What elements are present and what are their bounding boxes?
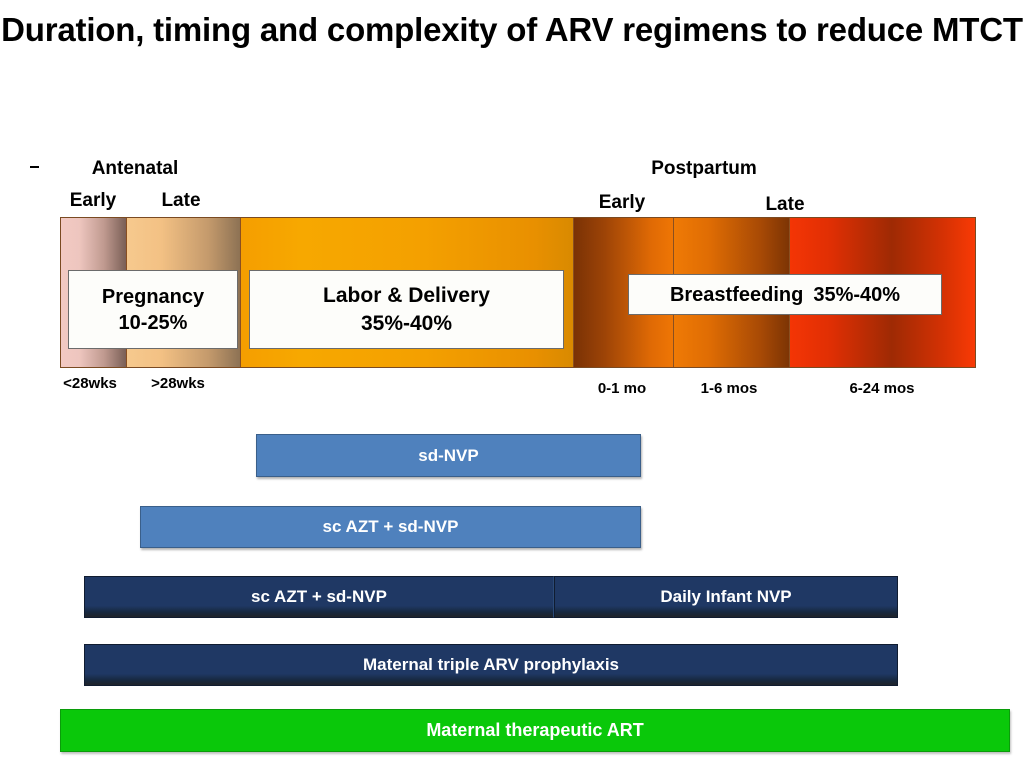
regimen-label-maternal-art: Maternal therapeutic ART (426, 720, 644, 740)
regimen-label-sc-azt-sd-nvp-2: sc AZT + sd-NVP (84, 576, 554, 618)
regimen-bar-maternal-therapeutic-art: Maternal therapeutic ART (60, 709, 1010, 752)
callout-pregnancy-value: 10-25% (118, 311, 188, 334)
bullet-dash-icon (30, 166, 39, 168)
antenatal-early-label: Early (69, 190, 117, 211)
tick-label-gt28wks: >28wks (151, 375, 205, 392)
antenatal-phase-label: Antenatal (91, 158, 179, 179)
tick-label-0-1mo: 0-1 mo (597, 380, 647, 397)
callout-breastfeeding-value: 35%-40% (813, 283, 901, 306)
tick-label-1-6mos: 1-6 mos (700, 380, 758, 397)
callout-pregnancy-label: Pregnancy (101, 285, 205, 308)
postpartum-phase-label: Postpartum (651, 158, 757, 179)
regimen-bar-split-azt-infant-nvp: sc AZT + sd-NVP Daily Infant NVP (84, 576, 898, 618)
callout-labor-delivery: Labor & Delivery 35%-40% (249, 270, 564, 349)
regimen-bar-sd-nvp: sd-NVP (256, 434, 641, 477)
callout-labor-value: 35%-40% (360, 311, 453, 335)
regimen-label-sc-azt-sd-nvp: sc AZT + sd-NVP (322, 517, 459, 536)
regimen-label-maternal-triple: Maternal triple ARV prophylaxis (84, 644, 898, 686)
regimen-bar-sc-azt-sd-nvp: sc AZT + sd-NVP (140, 506, 641, 548)
regimen-bar-maternal-triple-arv: Maternal triple ARV prophylaxis (84, 644, 898, 686)
regimen-label-sd-nvp: sd-NVP (418, 445, 479, 465)
page-title: Duration, timing and complexity of ARV r… (1, 11, 1023, 48)
tick-label-lt28wks: <28wks (63, 375, 117, 392)
callout-breastfeeding-label: Breastfeeding (669, 283, 804, 306)
postpartum-early-label: Early (598, 192, 646, 213)
callout-breastfeeding: Breastfeeding 35%-40% (628, 274, 942, 315)
antenatal-late-label: Late (161, 190, 201, 211)
callout-pregnancy: Pregnancy 10-25% (68, 270, 238, 349)
regimen-label-daily-infant-nvp: Daily Infant NVP (554, 576, 898, 618)
callout-labor-label: Labor & Delivery (323, 284, 490, 308)
tick-label-6-24mos: 6-24 mos (849, 380, 915, 397)
postpartum-late-label: Late (765, 194, 805, 215)
